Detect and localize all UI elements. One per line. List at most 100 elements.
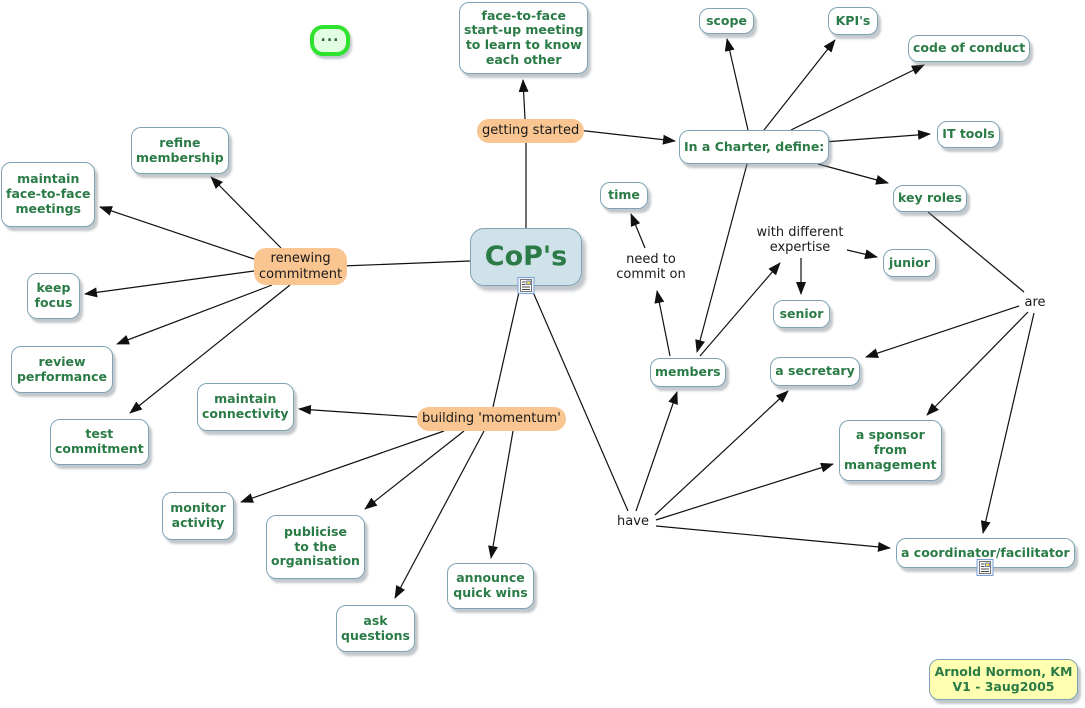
edge-key-roles-are — [927, 211, 1025, 293]
edge-are-a-sponsor — [926, 311, 1029, 416]
publicise-to-organisation-node[interactable]: publicise to the organisation — [266, 515, 365, 579]
a-coordinator-node[interactable]: a coordinator/facilitator — [896, 538, 1075, 576]
announce-quick-wins-label: announce quick wins — [453, 570, 528, 600]
edge-renewing-commitment-maintain-f2f-meetings — [99, 206, 255, 260]
face-to-face-meeting-label: face-to-face start-up meeting to learn t… — [464, 7, 584, 67]
senior-node[interactable]: senior — [773, 300, 830, 328]
edge-members-with-different-expertise — [699, 262, 781, 357]
author-note-node[interactable]: Arnold Normon, KM V1 - 3aug2005 — [929, 659, 1078, 700]
edge-in-a-charter-code-of-conduct — [790, 64, 925, 131]
edge-in-a-charter-members — [695, 163, 748, 353]
test-commitment-node[interactable]: test commitment — [50, 419, 149, 465]
ask-questions-node[interactable]: ask questions — [336, 605, 415, 652]
code-of-conduct-label: code of conduct — [913, 40, 1026, 56]
edge-renewing-commitment-keep-focus — [84, 270, 255, 298]
edge-in-a-charter-scope — [724, 38, 749, 131]
edge-members-need-to-commit-on — [654, 290, 671, 357]
kpis-node[interactable]: KPI's — [828, 7, 878, 35]
a-secretary-node[interactable]: a secretary — [770, 357, 860, 386]
need-to-commit-on-linking-phrase[interactable]: need to commit on — [613, 250, 689, 284]
edge-cops-building-momentum — [492, 291, 520, 408]
collapsed-node-label: ... — [320, 29, 340, 45]
maintain-f2f-meetings-label: maintain face-to-face meetings — [6, 171, 91, 216]
junior-label: junior — [888, 254, 931, 270]
cops-label: CoP's — [484, 241, 568, 273]
it-tools-node[interactable]: IT tools — [937, 121, 1000, 148]
edge-in-a-charter-kpis — [763, 39, 836, 131]
getting-started-label: getting started — [482, 123, 580, 139]
review-performance-node[interactable]: review performance — [11, 346, 113, 393]
a-sponsor-node[interactable]: a sponsor from management — [839, 420, 942, 481]
ask-questions-label: ask questions — [341, 612, 410, 643]
a-sponsor-label: a sponsor from management — [844, 427, 937, 472]
edge-renewing-commitment-test-commitment — [129, 284, 291, 414]
getting-started-linking-phrase[interactable]: getting started — [477, 119, 585, 143]
publicise-to-organisation-label: publicise to the organisation — [271, 523, 360, 569]
edge-building-momentum-maintain-connectivity — [298, 404, 418, 418]
in-a-charter-label: In a Charter, define: — [684, 138, 825, 154]
are-label: are — [1024, 294, 1046, 310]
keep-focus-node[interactable]: keep focus — [27, 273, 80, 319]
face-to-face-meeting-node[interactable]: face-to-face start-up meeting to learn t… — [459, 2, 589, 74]
maintain-connectivity-label: maintain connectivity — [202, 391, 289, 421]
edge-have-members — [635, 391, 678, 512]
key-roles-node[interactable]: key roles — [893, 185, 967, 212]
edge-are-a-coordinator — [980, 312, 1035, 534]
a-secretary-label: a secretary — [775, 363, 855, 379]
maintain-f2f-meetings-node[interactable]: maintain face-to-face meetings — [1, 162, 96, 227]
edge-renewing-commitment-refine-membership — [210, 176, 282, 249]
resource-icon[interactable] — [976, 559, 994, 576]
have-linking-phrase[interactable]: have — [613, 513, 653, 530]
monitor-activity-label: monitor activity — [170, 500, 226, 530]
review-performance-label: review performance — [16, 353, 108, 384]
resource-icon[interactable] — [517, 277, 535, 294]
members-node[interactable]: members — [650, 358, 726, 387]
time-node[interactable]: time — [600, 182, 648, 209]
with-different-expertise-linking-phrase[interactable]: with different expertise — [755, 224, 845, 256]
refine-membership-node[interactable]: refine membership — [131, 127, 229, 174]
edge-with-different-expertise-junior — [846, 249, 878, 260]
building-momentum-label: building 'momentum' — [422, 411, 561, 427]
edge-have-a-sponsor — [655, 462, 834, 521]
edge-building-momentum-announce-quick-wins — [488, 430, 514, 559]
a-coordinator-label: a coordinator/facilitator — [901, 544, 1070, 560]
edge-renewing-commitment-review-performance — [116, 284, 273, 345]
junior-node[interactable]: junior — [883, 249, 936, 277]
time-label: time — [608, 187, 640, 203]
edge-in-a-charter-key-roles — [817, 163, 889, 185]
edge-getting-started-face-to-face-meeting — [518, 79, 529, 120]
monitor-activity-node[interactable]: monitor activity — [162, 492, 234, 540]
have-label: have — [617, 513, 649, 529]
edge-getting-started-in-a-charter — [576, 129, 676, 145]
are-linking-phrase[interactable]: are — [1020, 294, 1050, 311]
collapsed-node-node[interactable]: ... — [310, 25, 350, 56]
edge-cops-renewing-commitment — [341, 260, 471, 267]
building-momentum-linking-phrase[interactable]: building 'momentum' — [417, 407, 566, 431]
refine-membership-label: refine membership — [136, 134, 224, 165]
edge-building-momentum-monitor-activity — [240, 430, 445, 503]
kpis-label: KPI's — [835, 12, 871, 28]
author-note-label: Arnold Normon, KM V1 - 3aug2005 — [934, 663, 1073, 694]
members-label: members — [655, 364, 721, 380]
need-to-commit-on-label: need to commit on — [616, 251, 686, 282]
it-tools-label: IT tools — [942, 126, 995, 142]
renewing-commitment-linking-phrase[interactable]: renewing commitment — [254, 248, 348, 285]
with-different-expertise-label: with different expertise — [756, 224, 844, 255]
announce-quick-wins-node[interactable]: announce quick wins — [447, 563, 534, 609]
edge-in-a-charter-it-tools — [823, 129, 931, 143]
maintain-connectivity-node[interactable]: maintain connectivity — [197, 383, 294, 431]
key-roles-label: key roles — [898, 190, 962, 206]
edge-cops-have — [532, 291, 629, 512]
renewing-commitment-label: renewing commitment — [259, 251, 343, 282]
cops-node[interactable]: CoP's — [470, 228, 582, 294]
scope-label: scope — [706, 12, 747, 28]
in-a-charter-node[interactable]: In a Charter, define: — [679, 130, 830, 164]
code-of-conduct-node[interactable]: code of conduct — [908, 35, 1031, 62]
edge-need-to-commit-on-time — [630, 213, 646, 249]
scope-node[interactable]: scope — [699, 8, 754, 34]
senior-label: senior — [779, 305, 824, 321]
edge-have-a-coordinator — [655, 525, 891, 552]
